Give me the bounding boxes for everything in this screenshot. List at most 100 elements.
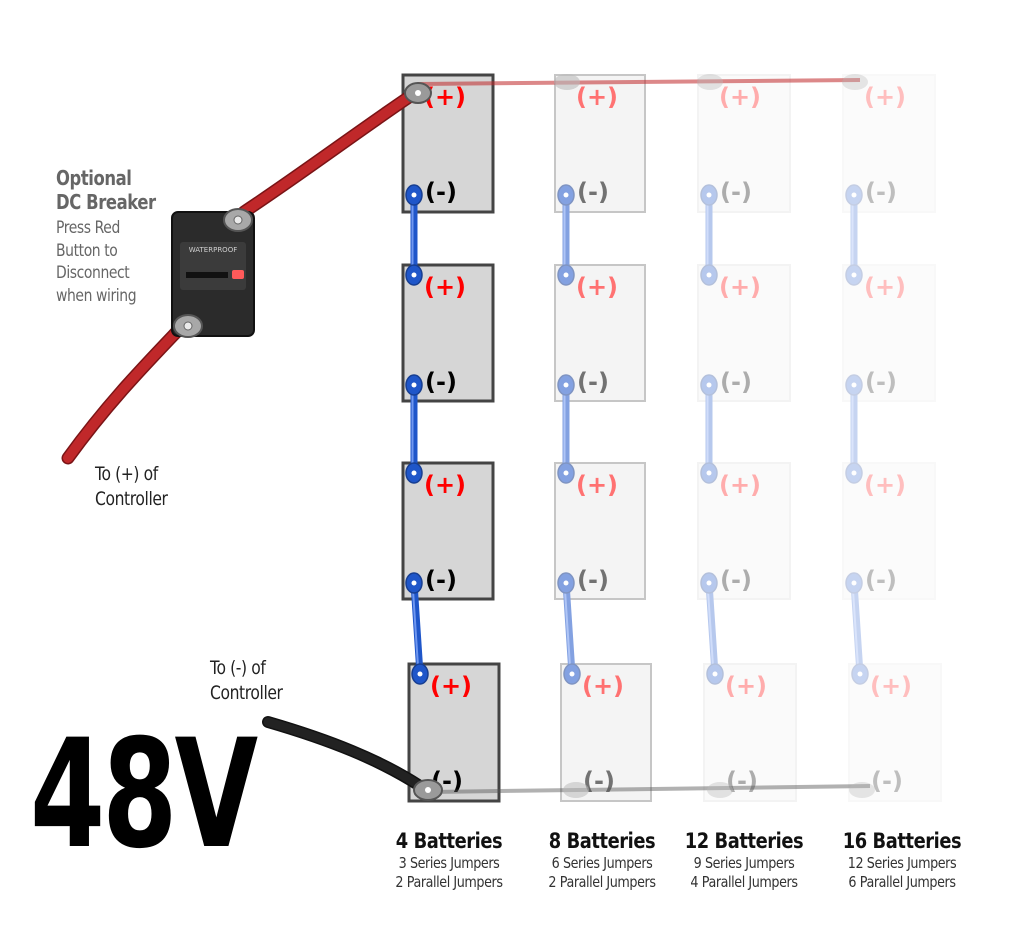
series-jumper bbox=[557, 184, 575, 286]
positive-terminal-label: (+) bbox=[424, 273, 466, 301]
series-jumper bbox=[405, 572, 429, 685]
positive-terminal-label: (+) bbox=[870, 672, 912, 700]
series-jumper bbox=[700, 374, 718, 484]
parallel-lug bbox=[563, 782, 589, 798]
jumper-lug bbox=[700, 184, 718, 206]
positive-terminal-label: (+) bbox=[582, 672, 624, 700]
jumper-lug-hole bbox=[712, 671, 718, 677]
negative-controller-label-line: To (-) of bbox=[210, 657, 266, 679]
parallel-jumpers-count: 4 Parallel Jumpers bbox=[690, 873, 798, 891]
positive-terminal-label: (+) bbox=[864, 471, 906, 499]
column-title: 8 Batteries bbox=[548, 829, 656, 853]
column-title: 4 Batteries bbox=[395, 829, 503, 853]
breaker-title-line2: DC Breaker bbox=[56, 190, 156, 214]
series-jumper bbox=[700, 184, 718, 286]
battery bbox=[842, 74, 936, 213]
jumper-lug bbox=[706, 663, 724, 685]
series-jumper-wire bbox=[705, 579, 719, 678]
positive-terminal-label: (+) bbox=[719, 471, 761, 499]
column-caption: 8 Batteries 6 Series Jumpers 2 Parallel … bbox=[507, 828, 697, 892]
series-jumper-wire bbox=[562, 579, 576, 678]
negative-terminal-label: (-) bbox=[865, 178, 897, 206]
positive-terminal-label: (+) bbox=[576, 83, 618, 111]
jumper-lug-hole bbox=[563, 580, 569, 586]
battery bbox=[407, 662, 501, 803]
parallel-wire bbox=[429, 784, 871, 794]
positive-terminal-label: (+) bbox=[719, 273, 761, 301]
jumper-lug bbox=[700, 462, 718, 484]
dc-breaker: WATERPROOF bbox=[171, 208, 255, 338]
jumper-lug bbox=[845, 264, 863, 286]
jumper-lug-hole bbox=[417, 671, 423, 677]
column-caption: 12 Batteries 9 Series Jumpers 4 Parallel… bbox=[649, 828, 839, 892]
series-jumper bbox=[405, 184, 423, 286]
breaker-description: Press Red Button to Disconnect when wiri… bbox=[56, 217, 171, 307]
series-jumper-highlight bbox=[563, 582, 572, 675]
positive-terminal-label: (+) bbox=[719, 83, 761, 111]
breaker-slot bbox=[186, 272, 228, 278]
battery-column: (+)(-)(+)(-)(+)(-)(+)(-) bbox=[697, 74, 797, 802]
jumper-lug-hole bbox=[857, 671, 863, 677]
battery bbox=[842, 264, 936, 402]
series-jumper-highlight bbox=[851, 582, 860, 675]
positive-controller-label-line: To (+) of bbox=[95, 463, 158, 485]
jumper-lug-hole bbox=[411, 470, 417, 476]
jumper-lug bbox=[845, 572, 863, 594]
negative-terminal-label: (-) bbox=[871, 767, 903, 795]
series-jumper bbox=[557, 572, 581, 685]
jumper-lug bbox=[700, 572, 718, 594]
jumper-lug-hole bbox=[563, 382, 569, 388]
positive-cable bbox=[61, 82, 432, 465]
negative-terminal-label: (-) bbox=[720, 368, 752, 396]
jumper-lug bbox=[700, 264, 718, 286]
cable bbox=[239, 90, 417, 217]
cable-lug-hole bbox=[415, 90, 421, 96]
series-jumper bbox=[845, 374, 863, 484]
battery-column: (+)(-)(+)(-)(+)(-)(+)(-) bbox=[842, 74, 942, 802]
series-jumper bbox=[845, 572, 869, 685]
jumper-lug-hole bbox=[851, 272, 857, 278]
breaker-title: Optional DC Breaker bbox=[56, 166, 171, 214]
breaker-desc-line: Disconnect bbox=[56, 263, 130, 283]
positive-parallel-cable bbox=[417, 74, 868, 90]
series-jumper bbox=[845, 184, 863, 286]
negative-terminal-label: (-) bbox=[577, 178, 609, 206]
positive-terminal-label: (+) bbox=[576, 471, 618, 499]
parallel-lug bbox=[849, 782, 875, 798]
breaker-terminal-nut bbox=[183, 321, 193, 331]
breaker-title-line1: Optional bbox=[56, 166, 132, 190]
jumper-lug bbox=[851, 663, 869, 685]
voltage-label: 48V bbox=[30, 708, 258, 882]
series-jumpers-count: 6 Series Jumpers bbox=[551, 854, 653, 872]
jumper-lug-hole bbox=[706, 272, 712, 278]
parallel-jumpers-count: 2 Parallel Jumpers bbox=[395, 873, 503, 891]
jumper-lug-hole bbox=[851, 382, 857, 388]
parallel-lug bbox=[554, 74, 580, 90]
series-jumpers-count: 3 Series Jumpers bbox=[398, 854, 500, 872]
jumper-lug-hole bbox=[563, 192, 569, 198]
negative-terminal-label: (-) bbox=[425, 566, 457, 594]
negative-terminal-label: (-) bbox=[865, 566, 897, 594]
negative-controller-label: To (-) of Controller bbox=[210, 656, 341, 706]
series-jumper-wire bbox=[850, 579, 864, 678]
parallel-jumpers-count: 6 Parallel Jumpers bbox=[848, 873, 956, 891]
battery bbox=[842, 462, 936, 600]
column-title: 12 Batteries bbox=[684, 829, 804, 853]
breaker-desc-line: when wiring bbox=[56, 285, 137, 306]
parallel-lug bbox=[707, 782, 733, 798]
jumper-lug-hole bbox=[706, 470, 712, 476]
negative-parallel-cable bbox=[429, 782, 875, 798]
series-jumpers-count: 12 Series Jumpers bbox=[847, 854, 957, 872]
jumper-lug-hole bbox=[411, 192, 417, 198]
negative-terminal-label: (-) bbox=[865, 368, 897, 396]
negative-cable bbox=[262, 716, 443, 801]
series-jumper-wire bbox=[410, 579, 424, 678]
negative-terminal-label: (-) bbox=[726, 767, 758, 795]
series-jumper bbox=[405, 374, 423, 484]
parallel-jumpers-count: 2 Parallel Jumpers bbox=[548, 873, 656, 891]
series-jumper bbox=[700, 572, 724, 685]
cable bbox=[263, 717, 425, 791]
jumper-lug-hole bbox=[411, 272, 417, 278]
positive-terminal-label: (+) bbox=[864, 273, 906, 301]
